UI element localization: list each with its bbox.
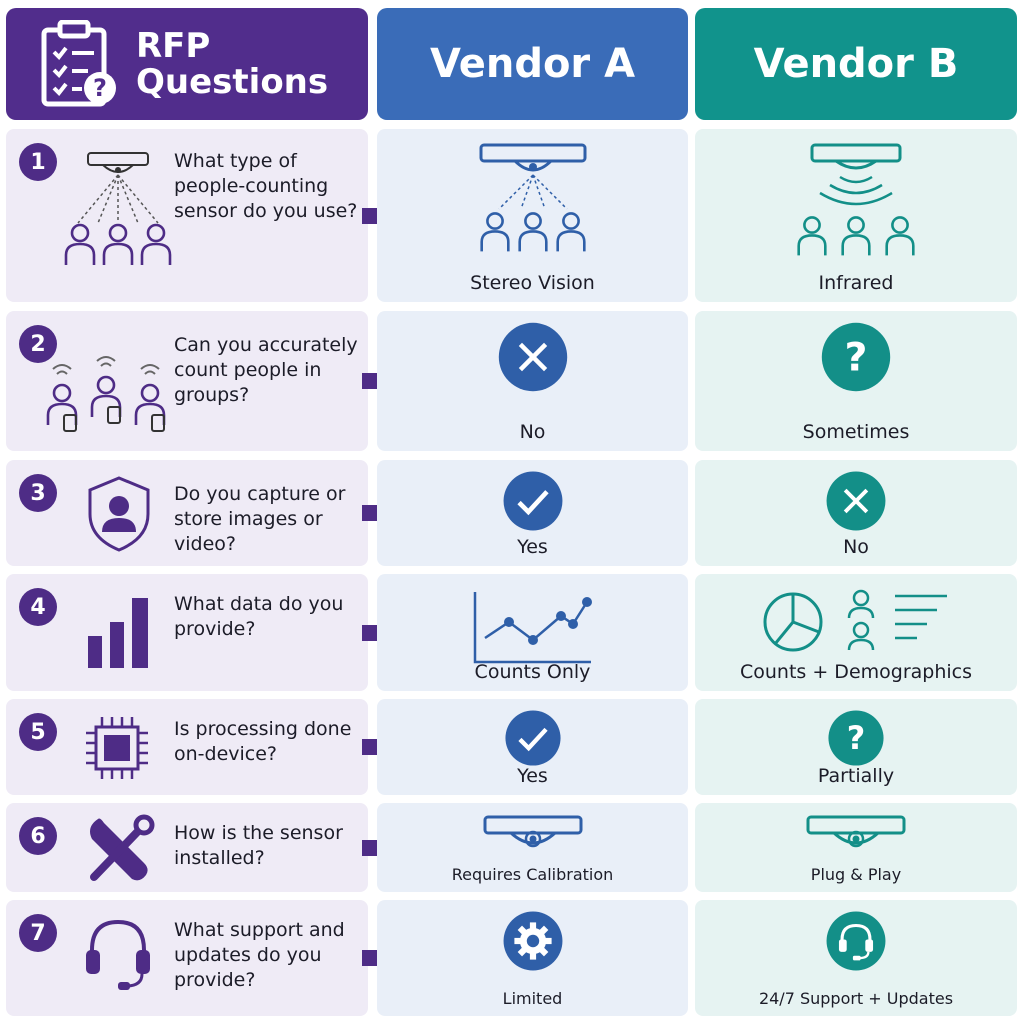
vendor-b-title: Vendor B xyxy=(753,41,959,87)
vendor-a-answer-text: Limited xyxy=(502,989,563,1008)
question-text: Is processing done on-device? xyxy=(174,718,352,765)
question-text: Do you capture or store images or video? xyxy=(174,483,346,555)
tools-icon xyxy=(84,813,156,889)
clipboard-checklist-icon: ? xyxy=(41,20,116,107)
demographics-icon xyxy=(695,588,1017,658)
question-cell-2: 2 Can you accurately count people in gro… xyxy=(6,311,368,451)
headset-circle-icon xyxy=(695,910,1017,972)
camera-sensor-icon xyxy=(377,815,688,855)
infrared-sensor-icon xyxy=(695,141,1017,267)
vendor-a-answer-cell-1: Stereo Vision xyxy=(377,129,688,302)
question-circle-icon: ? xyxy=(695,709,1017,767)
gear-circle-icon xyxy=(377,910,688,972)
vendor-a-answer-cell-3: Yes xyxy=(377,460,688,566)
question-number-badge: 5 xyxy=(19,713,57,751)
question-text: What type of people-counting sensor do y… xyxy=(174,150,358,222)
question-number-badge: 3 xyxy=(19,474,57,512)
check-circle-icon xyxy=(377,709,688,767)
line-chart-icon xyxy=(377,588,688,668)
ceiling-sensor-people-icon xyxy=(58,149,178,283)
vendor-b-answer-text: Infrared xyxy=(818,272,894,294)
question-cell-7: 7 What support and updates do you provid… xyxy=(6,900,368,1016)
svg-text:?: ? xyxy=(847,719,866,757)
vendor-a-answer-cell-5: Yes xyxy=(377,699,688,795)
privacy-shield-icon xyxy=(84,474,154,558)
bar-chart-icon xyxy=(84,594,154,674)
vendor-a-answer-cell-7: Limited xyxy=(377,900,688,1016)
vendor-a-answer-cell-4: Counts Only xyxy=(377,574,688,691)
vendor-a-title: Vendor A xyxy=(429,41,636,87)
vendor-b-answer-cell-6: Plug & Play xyxy=(695,803,1017,892)
question-cell-4: 4 What data do you provide? xyxy=(6,574,368,691)
vendor-a-answer-text: Yes xyxy=(517,765,548,787)
vendor-b-answer-cell-3: No xyxy=(695,460,1017,566)
group-devices-icon xyxy=(36,345,176,459)
vendor-b-answer-text: No xyxy=(843,536,869,558)
svg-text:?: ? xyxy=(845,335,868,381)
question-number-badge: 6 xyxy=(19,817,57,855)
vendor-b-answer-text: 24/7 Support + Updates xyxy=(758,989,954,1008)
vendor-b-answer-cell-4: Counts + Demographics xyxy=(695,574,1017,691)
question-cell-3: 3 Do you capture or store images or vide… xyxy=(6,460,368,566)
vendor-b-answer-cell-2: ? Sometimes xyxy=(695,311,1017,451)
vendor-b-answer-cell-1: Infrared xyxy=(695,129,1017,302)
vendor-b-answer-cell-7: 24/7 Support + Updates xyxy=(695,900,1017,1016)
vendor-a-answer-cell-2: No xyxy=(377,311,688,451)
camera-sensor-icon xyxy=(695,815,1017,855)
vendor-a-answer-cell-6: Requires Calibration xyxy=(377,803,688,892)
question-cell-5: 5 Is processing done on-device? xyxy=(6,699,368,795)
vendor-a-answer-text: Yes xyxy=(517,536,548,558)
question-number-badge: 7 xyxy=(19,914,57,952)
question-text: How is the sensor installed? xyxy=(174,822,343,869)
vendor-a-answer-text: No xyxy=(519,421,546,443)
question-cell-1: 1 What type of people-counting sensor do… xyxy=(6,129,368,302)
vendor-b-answer-cell-5: ? Partially xyxy=(695,699,1017,795)
svg-text:?: ? xyxy=(93,74,107,102)
vendor-b-answer-text: Sometimes xyxy=(802,421,910,443)
vendor-b-answer-text: Partially xyxy=(817,765,895,787)
vendor-a-answer-text: Counts Only xyxy=(474,661,591,683)
question-circle-icon: ? xyxy=(695,321,1017,393)
x-circle-icon xyxy=(377,321,688,393)
check-circle-icon xyxy=(377,470,688,532)
headset-icon xyxy=(82,914,154,998)
vendor-b-header: Vendor B xyxy=(695,8,1017,120)
stereo-camera-icon xyxy=(377,141,688,267)
question-number-badge: 2 xyxy=(19,325,57,363)
chip-icon xyxy=(82,713,152,787)
vendor-a-answer-text: Stereo Vision xyxy=(470,272,595,294)
x-circle-icon xyxy=(695,470,1017,532)
vendor-a-header: Vendor A xyxy=(377,8,688,120)
question-text: Can you accurately count people in group… xyxy=(174,334,358,406)
vendor-b-answer-text: Plug & Play xyxy=(810,865,902,884)
vendor-b-answer-text: Counts + Demographics xyxy=(739,661,973,683)
question-number-badge: 4 xyxy=(19,588,57,626)
question-text: What support and updates do you provide? xyxy=(174,919,345,991)
question-cell-6: 6 How is the sensor installed? xyxy=(6,803,368,892)
question-number-badge: 1 xyxy=(19,143,57,181)
vendor-a-answer-text: Requires Calibration xyxy=(451,865,614,884)
question-text: What data do you provide? xyxy=(174,593,344,640)
